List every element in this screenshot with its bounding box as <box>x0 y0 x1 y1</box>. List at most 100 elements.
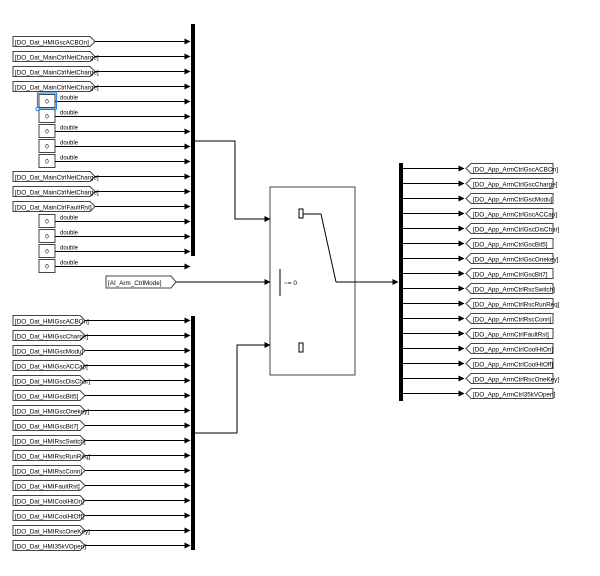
from-tag-label: [DO_Dat_MainCtrlFaultRst] <box>15 205 92 212</box>
goto-block[interactable] <box>465 223 554 234</box>
from-tag-label: [DO_Dat_HMIGscACBOn] <box>15 319 89 326</box>
from-tag-label: [DO_Dat_HMIGscBit7] <box>15 424 79 431</box>
goto-block[interactable] <box>465 298 554 309</box>
from-tag-label: [DO_Dat_HMIRscOneKey] <box>15 529 90 536</box>
goto-tag-label: [DO_App_ArmCtrlGscCharge] <box>473 182 558 189</box>
from-tag-label: [DO_Dat_HMIGscOnekey] <box>15 409 89 416</box>
goto-tag-label: [DO_App_ArmCtrlCoolHtOff] <box>473 362 553 369</box>
data-type-label: double <box>60 111 79 117</box>
from-block[interactable] <box>12 495 86 506</box>
from-block[interactable] <box>12 201 96 212</box>
data-type-label: double <box>60 231 79 237</box>
demux[interactable] <box>399 163 403 401</box>
goto-block[interactable] <box>465 208 554 219</box>
from-block[interactable] <box>105 275 177 289</box>
goto-tag-label: [DO_App_ArmCtrlCoolHtOn] <box>473 347 553 354</box>
goto-tag-label: [DO_App_ArmCtrlGscDisChar] <box>473 227 560 234</box>
goto-block[interactable] <box>465 373 554 384</box>
from-tag-label: [DO_Dat_HMIFaultRst] <box>15 484 80 491</box>
from-block[interactable] <box>12 480 86 491</box>
goto-tag-label: [DO_App_ArmCtrlRscSwitch] <box>473 287 555 294</box>
from-tag-label: [AI_Arm_CtrlMode] <box>108 280 162 287</box>
data-type-label: double <box>60 216 79 222</box>
from-block[interactable] <box>12 171 96 182</box>
goto-block[interactable] <box>465 268 554 279</box>
from-tag-label: [DO_Dat_MainCtrlNetCharge] <box>15 55 99 62</box>
constant-value: 0 <box>45 264 49 271</box>
from-block[interactable] <box>12 36 96 47</box>
from-block[interactable] <box>12 465 86 476</box>
goto-block[interactable] <box>465 238 554 249</box>
from-block[interactable] <box>12 51 96 62</box>
data-type-label: double <box>60 141 79 147</box>
signal-line <box>195 140 271 222</box>
goto-tag-label: [DO_App_ArmCtrlRscRunReq] <box>473 302 560 309</box>
switch-block[interactable] <box>269 186 356 376</box>
from-block[interactable] <box>12 435 86 446</box>
from-block[interactable] <box>12 315 86 326</box>
from-tag-label: [DO_Dat_MainCtrlNetCharge] <box>15 85 99 92</box>
constant-value: 0 <box>45 129 49 136</box>
constant-value: 0 <box>45 219 49 226</box>
from-block[interactable] <box>12 540 86 551</box>
from-block[interactable] <box>12 186 96 197</box>
switch-threshold: ~= 0 <box>284 280 297 287</box>
constant-value: 0 <box>45 234 49 241</box>
goto-tag-label: [DO_App_ArmCtrlRscConn] <box>473 317 552 324</box>
data-type-label: double <box>60 156 79 162</box>
goto-tag-label: [DO_App_ArmCtrlGscACCap] <box>473 212 557 219</box>
from-tag-label: [DO_Dat_MainCtrlNetCharge] <box>15 175 99 182</box>
goto-block[interactable] <box>465 178 554 189</box>
switch-arm <box>320 213 337 283</box>
from-tag-label: [DO_Dat_HMI35kVOpen] <box>15 544 86 551</box>
goto-block[interactable] <box>465 328 554 339</box>
mux-upper[interactable] <box>191 24 195 256</box>
from-block[interactable] <box>12 510 86 521</box>
from-block[interactable] <box>12 450 86 461</box>
from-block[interactable] <box>12 375 86 386</box>
from-block[interactable] <box>12 66 96 77</box>
selection-handle[interactable] <box>35 106 40 112</box>
switch-input1-port <box>298 208 304 219</box>
from-block[interactable] <box>12 330 86 341</box>
from-block[interactable] <box>12 345 86 356</box>
from-tag-label: [DO_Dat_HMIGscDisChar] <box>15 379 90 386</box>
selection-highlight <box>36 92 58 110</box>
from-tag-label: [DO_Dat_HMICoolHtOff] <box>15 514 84 521</box>
from-tag-label: [DO_Dat_HMIGscBit5] <box>15 394 79 401</box>
mux-lower[interactable] <box>191 316 195 550</box>
goto-block[interactable] <box>465 193 554 204</box>
from-block[interactable] <box>12 81 96 92</box>
from-tag-label: [DO_Dat_MainCtrlNetCharge] <box>15 190 99 197</box>
goto-tag-label: [DO_App_ArmCtrlRscOneKey] <box>473 377 559 384</box>
from-block[interactable] <box>12 525 86 536</box>
constant-value: 0 <box>45 114 49 121</box>
signal-line <box>195 342 271 434</box>
from-block[interactable] <box>12 420 86 431</box>
from-tag-label: [DO_Dat_HMIGscCharge] <box>15 334 88 341</box>
goto-block[interactable] <box>465 343 554 354</box>
from-tag-label: [DO_Dat_HMICoolHtOn] <box>15 499 84 506</box>
from-block[interactable] <box>12 405 86 416</box>
data-type-label: double <box>60 126 79 132</box>
from-tag-label: [DO_Dat_HMIRscRunReq] <box>15 454 90 461</box>
goto-block[interactable] <box>465 283 554 294</box>
goto-block[interactable] <box>465 358 554 369</box>
goto-block[interactable] <box>465 388 554 399</box>
from-block[interactable] <box>12 360 86 371</box>
constant-value: 0 <box>45 249 49 256</box>
goto-block[interactable] <box>465 163 554 174</box>
from-block[interactable] <box>12 390 86 401</box>
goto-tag-label: [DO_App_ArmCtrlGscBit5] <box>473 242 548 249</box>
goto-tag-label: [DO_App_ArmCtrlFaultRst] <box>473 332 549 339</box>
goto-block[interactable] <box>465 313 554 324</box>
goto-block[interactable] <box>465 253 554 264</box>
switch-input3-port <box>298 342 304 353</box>
constant-value: 0 <box>45 144 49 151</box>
goto-tag-label: [DO_App_ArmCtrlGscOnekey] <box>473 257 559 264</box>
from-tag-label: [DO_Dat_MainCtrlNetCharge] <box>15 70 99 77</box>
constant-value: 0 <box>45 99 49 106</box>
from-tag-label: [DO_Dat_HMIRscSwitch] <box>15 439 86 446</box>
